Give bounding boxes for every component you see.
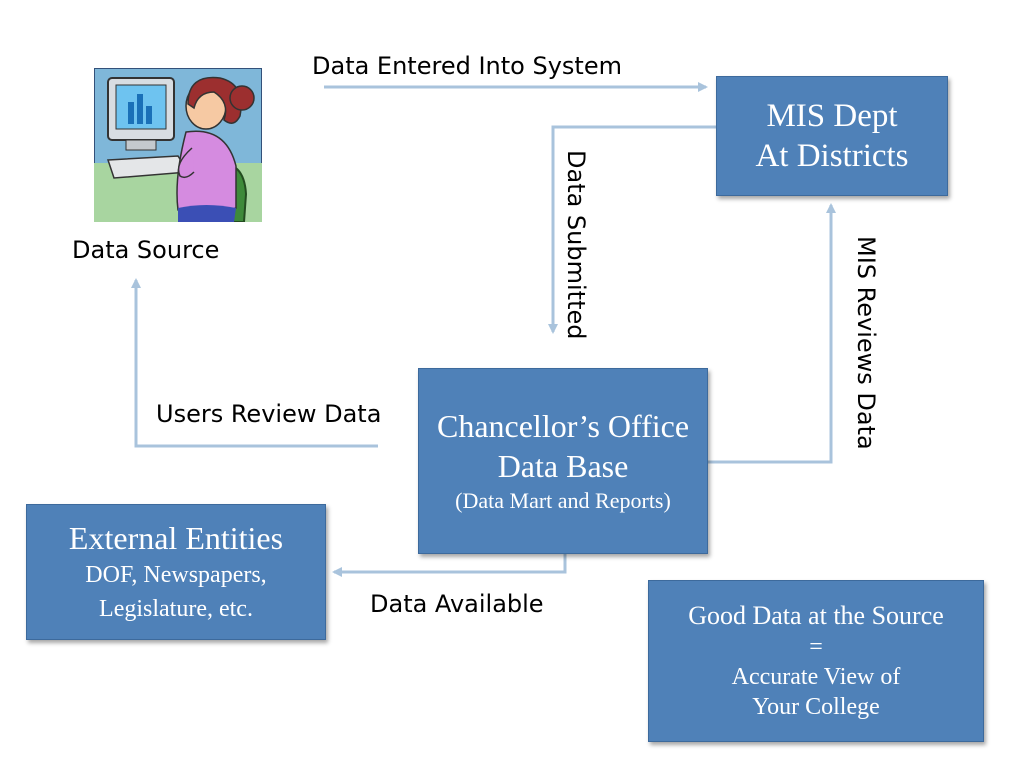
external-line1: External Entities: [68, 520, 284, 556]
external-line3: Legislature, etc.: [99, 596, 253, 622]
good-line4: Your College: [752, 694, 880, 720]
label-mis-reviews: MIS Reviews Data: [852, 236, 880, 450]
arrow-data-submitted: [548, 125, 716, 334]
good-line3: Accurate View of: [731, 664, 901, 690]
arrow-data-available: [332, 554, 567, 577]
label-data-available: Data Available: [370, 590, 544, 618]
external-line2: DOF, Newspapers,: [85, 562, 267, 588]
good-line2: =: [809, 634, 823, 660]
mis-line1: MIS Dept: [766, 98, 898, 134]
good-data-box: Good Data at the Source = Accurate View …: [648, 580, 984, 742]
external-entities-box: External Entities DOF, Newspapers, Legis…: [26, 504, 326, 640]
arrow-mis-reviews: [708, 203, 836, 464]
chancellor-line2: Data Base: [497, 448, 629, 484]
chancellor-line1: Chancellor’s Office: [436, 408, 690, 444]
label-data-submitted: Data Submitted: [562, 150, 590, 340]
woman-at-computer-icon: [94, 68, 262, 222]
chancellor-line3: (Data Mart and Reports): [455, 488, 671, 513]
good-line1: Good Data at the Source: [688, 601, 944, 630]
mis-line2: At Districts: [755, 138, 909, 174]
arrow-users-review: [131, 278, 378, 448]
label-data-source: Data Source: [72, 236, 220, 264]
chancellor-office-box: Chancellor’s Office Data Base (Data Mart…: [418, 368, 708, 554]
label-data-entered: Data Entered Into System: [312, 52, 622, 80]
mis-dept-box: MIS Dept At Districts: [716, 76, 948, 196]
label-users-review: Users Review Data: [156, 400, 382, 428]
